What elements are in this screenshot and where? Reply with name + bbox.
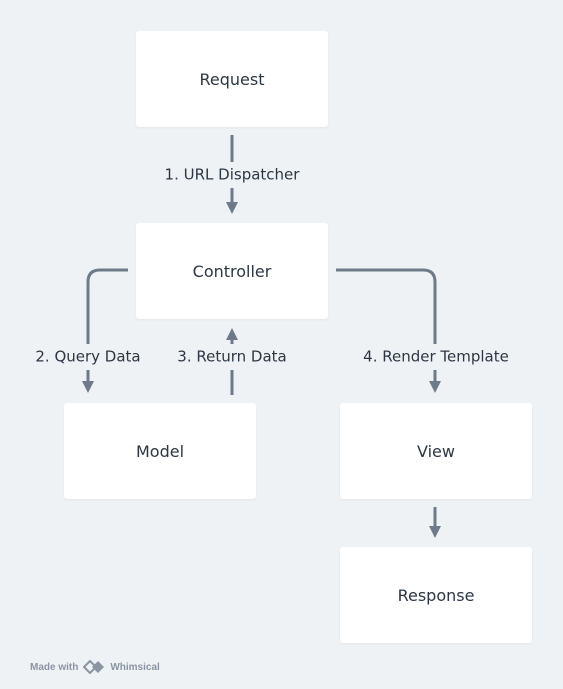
node-controller-label: Controller bbox=[192, 261, 272, 281]
whimsical-logo-icon bbox=[83, 660, 105, 674]
node-request[interactable]: Request bbox=[136, 31, 328, 127]
node-view[interactable]: View bbox=[340, 403, 532, 499]
node-response[interactable]: Response bbox=[340, 547, 532, 643]
edge-label-return-data: 3. Return Data bbox=[177, 347, 287, 366]
node-model-label: Model bbox=[135, 441, 185, 461]
node-controller[interactable]: Controller bbox=[136, 223, 328, 319]
node-response-label: Response bbox=[397, 585, 475, 605]
edge-render-template-top bbox=[336, 268, 437, 344]
edge-label-render-template: 4. Render Template bbox=[363, 347, 509, 366]
edge-label-url-dispatcher: 1. URL Dispatcher bbox=[164, 165, 300, 184]
watermark-brand: Whimsical bbox=[110, 661, 160, 673]
edge-query-data-top bbox=[86, 268, 128, 344]
node-request-label: Request bbox=[199, 69, 265, 89]
node-view-label: View bbox=[417, 441, 455, 461]
edge-label-query-data: 2. Query Data bbox=[35, 347, 141, 366]
watermark-made-with: Made with bbox=[30, 661, 79, 673]
node-model[interactable]: Model bbox=[64, 403, 256, 499]
watermark[interactable]: Made with Whimsical bbox=[30, 660, 160, 674]
